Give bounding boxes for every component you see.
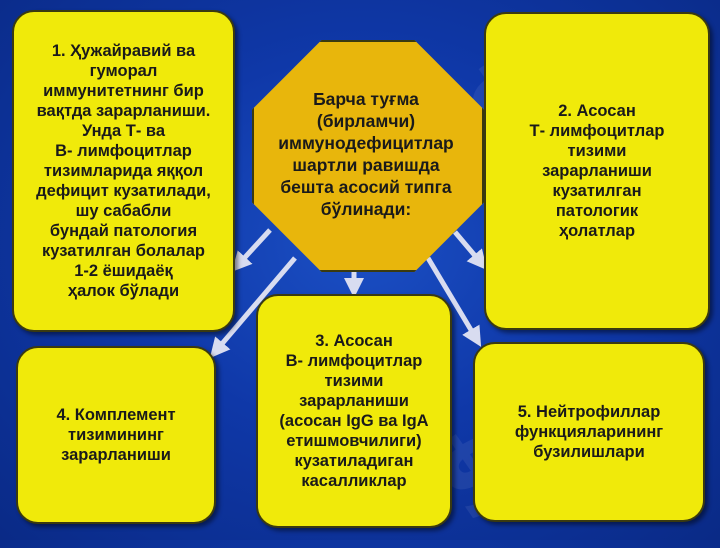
arrow-to-box-1 <box>231 228 272 272</box>
box-4-text: 4. Комплемент тизимининг зарарланиши <box>56 406 176 464</box>
box-3-b-lymphocyte: 3. Асосан В- лимфоцитлар тизими зарарлан… <box>256 294 452 528</box>
central-heading: Барча туғма (бирламчи) иммунодефицитлар … <box>278 89 454 219</box>
box-4-complement: 4. Комплемент тизимининг зарарланиши <box>16 346 216 524</box>
arrow-to-box-5 <box>425 256 482 347</box>
box-5-text: 5. Нейтрофиллар функцияларининг бузилишл… <box>514 403 664 461</box>
arrow-to-box-2 <box>453 230 488 271</box>
box-5-neutrophil: 5. Нейтрофиллар функцияларининг бузилишл… <box>473 342 705 522</box>
box-1-text: 1. Ҳужайравий ва гуморал иммунитетнинг б… <box>36 42 211 300</box>
arrow-to-box-4 <box>209 256 297 359</box>
box-3-text: 3. Асосан В- лимфоцитлар тизими зарарлан… <box>279 332 429 490</box>
box-1-combined-immunodeficiency: 1. Ҳужайравий ва гуморал иммунитетнинг б… <box>12 10 235 332</box>
central-octagon <box>252 40 484 272</box>
box-2-t-lymphocyte: 2. Асосан Т- лимфоцитлар тизими зарарлан… <box>484 12 710 330</box>
box-2-text: 2. Асосан Т- лимфоцитлар тизими зарарлан… <box>529 102 665 240</box>
